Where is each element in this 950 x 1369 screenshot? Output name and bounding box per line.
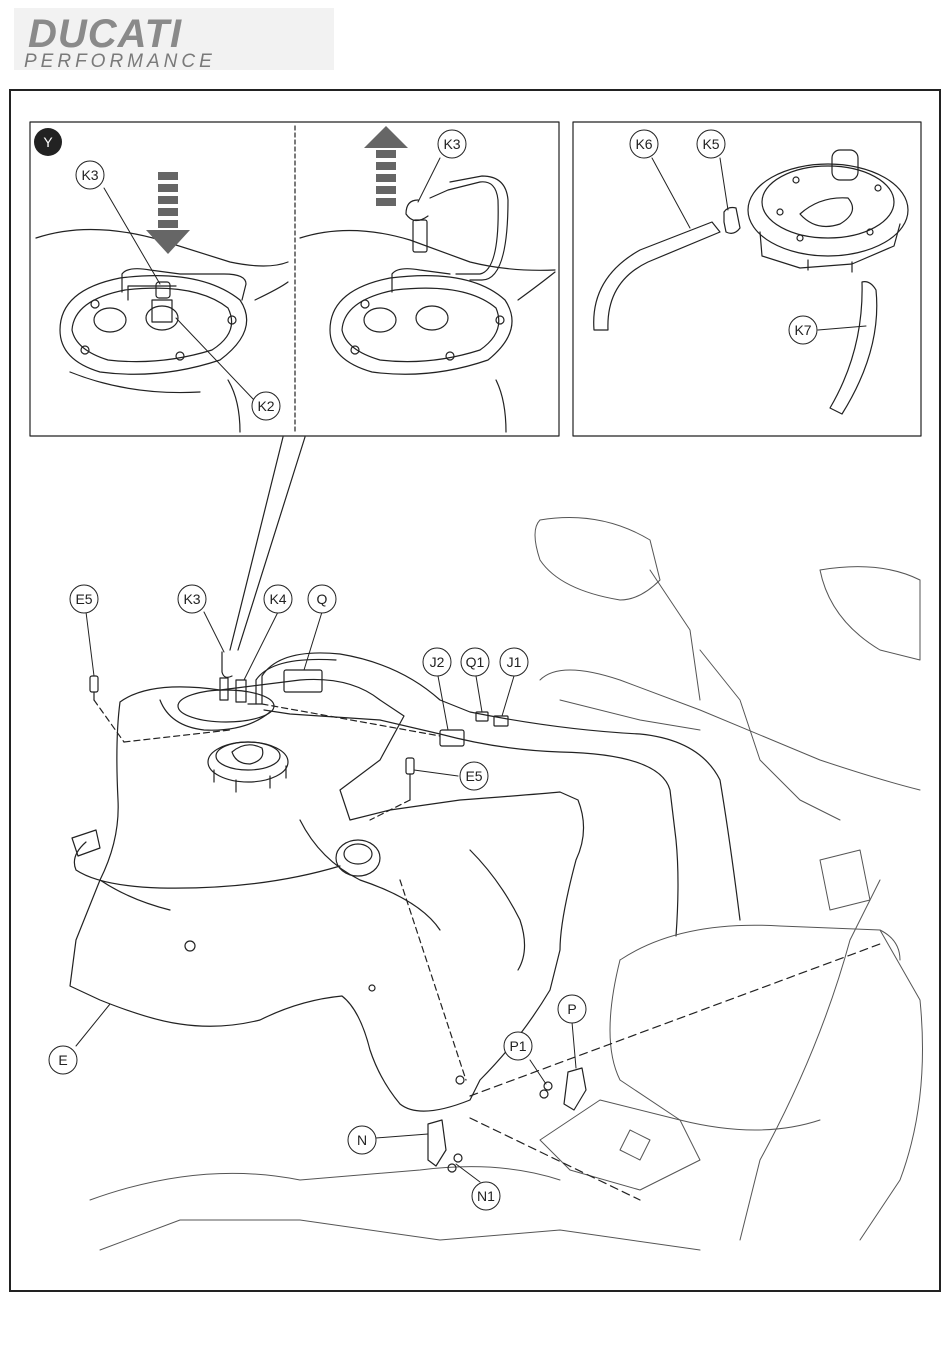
callout-q1-text: Q1: [466, 654, 485, 670]
detail-y-label: Y: [43, 134, 53, 150]
callout-k2-text: K2: [257, 398, 274, 414]
bracket-n: [428, 1120, 446, 1166]
dashed-p: [470, 944, 880, 1096]
callout-k3-main: K3: [178, 585, 206, 613]
bolts-n1: [448, 1154, 462, 1172]
fastener-e5-left: [90, 676, 98, 700]
tank-filler-cap: [208, 742, 288, 792]
callout-p: P: [558, 995, 586, 1023]
dashed-e5-left-2: [124, 730, 230, 742]
callout-k7: K7: [789, 316, 817, 344]
tank-side-cap: [72, 830, 380, 888]
callout-k4-text: K4: [269, 591, 286, 607]
callout-k3-main-text: K3: [183, 591, 200, 607]
callout-n-text: N: [357, 1132, 367, 1148]
motorcycle-background: [90, 518, 923, 1251]
callout-q-text: Q: [317, 591, 328, 607]
callout-k3-step1: K3: [76, 161, 104, 189]
callout-k4: K4: [264, 585, 292, 613]
callout-e5-left: E5: [70, 585, 98, 613]
callout-k3-step1-text: K3: [81, 167, 98, 183]
callout-k2: K2: [252, 392, 280, 420]
connector-j2: [440, 730, 464, 746]
callout-k3-step2: K3: [438, 130, 466, 158]
callout-q: Q: [308, 585, 336, 613]
callout-n: N: [348, 1126, 376, 1154]
bracket-p: [564, 1068, 586, 1110]
callout-k6: K6: [630, 130, 658, 158]
callout-e5-right-text: E5: [465, 768, 482, 784]
dashed-e5-right: [370, 800, 410, 820]
callout-k5: K5: [697, 130, 725, 158]
press-down-arrow: [146, 172, 190, 254]
detail-y-step1: [36, 229, 288, 432]
tank-pump-area: [178, 652, 740, 936]
fastener-e5-right: [406, 758, 414, 800]
callout-k5-text: K5: [702, 136, 719, 152]
detail-filler-cap: [748, 150, 908, 272]
callout-k6-text: K6: [635, 136, 652, 152]
callout-p1-text: P1: [509, 1038, 526, 1054]
dashed-j2: [262, 704, 440, 736]
pull-up-arrow: [364, 126, 408, 206]
callout-e-text: E: [58, 1052, 67, 1068]
callout-p1: P1: [504, 1032, 532, 1060]
detail-y-step2: [300, 176, 555, 432]
detail-hoses: [594, 208, 877, 415]
callout-k7-text: K7: [794, 322, 811, 338]
callout-p-text: P: [567, 1001, 576, 1017]
zoom-guide-right: [238, 437, 305, 650]
callout-k3-step2-text: K3: [443, 136, 460, 152]
callout-e: E: [49, 1046, 77, 1074]
callout-e5-left-text: E5: [75, 591, 92, 607]
callout-j2: J2: [423, 648, 451, 676]
callout-j1: J1: [500, 648, 528, 676]
detail-y-marker: Y: [34, 128, 62, 156]
dashed-n: [400, 880, 466, 1080]
callout-j1-text: J1: [507, 654, 522, 670]
callout-e5-right: E5: [460, 762, 488, 790]
callout-n1-text: N1: [477, 1188, 495, 1204]
callout-n1: N1: [472, 1182, 500, 1210]
callout-j2-text: J2: [430, 654, 445, 670]
callout-q1: Q1: [461, 648, 489, 676]
